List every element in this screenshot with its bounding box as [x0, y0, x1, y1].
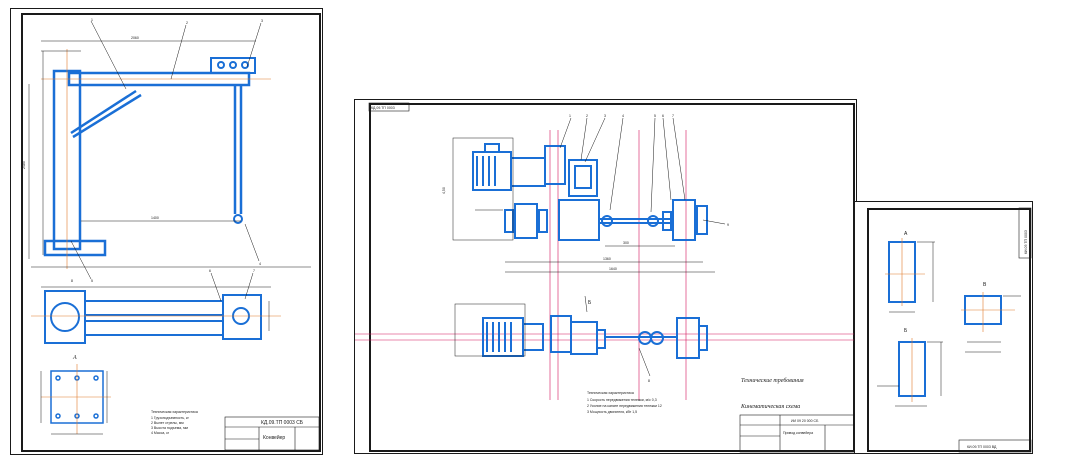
svg-text:4 Масса, кг: 4 Масса, кг: [151, 431, 170, 435]
drive-shaft-top: [504, 199, 708, 241]
sheet-2-drawing: КД.09.ТП 0003: [355, 102, 858, 453]
sheet-1-leader-labels: 1 2 3 4 5 6 7 8: [71, 18, 263, 283]
caption-tech-requirements: Технические требования: [741, 377, 804, 384]
svg-text:300: 300: [623, 241, 629, 245]
sheet-2-leader-labels: 1 2 3 4 5 6 7 8 9: [569, 114, 729, 383]
sheet-3-view-c-label: В: [983, 282, 987, 288]
svg-text:8: 8: [71, 279, 73, 283]
motor-bottom: [482, 317, 544, 357]
sheet-1-notes: Техническая характеристика 1 Грузоподъем…: [151, 410, 198, 435]
sheet-2-stamp-code: ИИ 09 20 000 СБ: [791, 419, 819, 423]
svg-text:2: 2: [586, 114, 588, 118]
svg-text:1 Скорость передвижения тележк: 1 Скорость передвижения тележки, м/с 0,3: [587, 398, 657, 402]
svg-text:4,50: 4,50: [442, 187, 446, 194]
svg-text:1400: 1400: [151, 216, 159, 220]
svg-text:2480: 2480: [22, 161, 26, 169]
svg-text:7: 7: [672, 114, 674, 118]
sheet-3-frame: [867, 208, 1031, 452]
svg-text:1: 1: [91, 18, 93, 22]
caption-kinematic-scheme: Кинематическая схема: [740, 404, 800, 410]
svg-text:7: 7: [253, 269, 255, 273]
detail-view-c: [961, 292, 1021, 353]
svg-text:2 Усилие на канате передвижени: 2 Усилие на канате передвижения тележки …: [587, 404, 662, 408]
svg-text:4: 4: [259, 262, 261, 266]
axis-lines: [355, 130, 858, 400]
hoist-unit: [210, 57, 256, 74]
crane-plan-view: [44, 290, 262, 344]
svg-text:3 Высота подъема, мм: 3 Высота подъема, мм: [151, 426, 188, 430]
motor-top: [472, 143, 546, 191]
drawing-sheet-3: КИ.09.ТП 0003 А Б В: [854, 201, 1033, 454]
hook-block: [233, 214, 243, 224]
drive-shaft-bottom: [605, 317, 708, 359]
sheet-1-view-label: А: [72, 355, 77, 361]
svg-text:6: 6: [662, 114, 664, 118]
svg-text:Техническая характеристика: Техническая характеристика: [587, 391, 634, 395]
sheet-2-stamp-name: Привод конвейера: [783, 431, 813, 435]
svg-text:5: 5: [654, 114, 656, 118]
svg-text:3 Мощность двигателя, кВт: 3 Мощность двигателя, кВт 1,5: [587, 410, 637, 414]
svg-text:1360: 1360: [603, 257, 611, 261]
detail-view-a: [885, 238, 935, 313]
drawing-sheet-2: КД.09.ТП 0003: [354, 99, 858, 454]
svg-text:1640: 1640: [609, 267, 617, 271]
sheet-3-view-a-label: А: [904, 231, 908, 237]
sheet-3-drawing: КИ.09.ТП 0003 А Б В: [877, 207, 1032, 453]
gearbox-bottom: [550, 315, 606, 355]
svg-text:2 Вылет стрелы, мм: 2 Вылет стрелы, мм: [151, 421, 184, 425]
detail-view-b: [877, 338, 943, 407]
sheet-1-title-name: Конвейер: [263, 434, 285, 441]
svg-text:1: 1: [569, 114, 571, 118]
sheet-1-title-code: КД.09.ТП 0003 СБ: [261, 420, 304, 426]
sheet-3-side-title: КИ.09.ТП 0003: [1024, 230, 1028, 254]
crane-column: [43, 69, 107, 257]
svg-text:6: 6: [209, 269, 211, 273]
svg-text:8: 8: [648, 379, 650, 383]
sheet-2-notes: Техническая характеристика 1 Скорость пе…: [587, 391, 662, 414]
sheet-2-top-stamp: КД.09.ТП 0003: [371, 106, 395, 110]
sheet-1-title-block: [224, 416, 320, 451]
svg-text:1 Грузоподъемность, кг: 1 Грузоподъемность, кг: [151, 416, 190, 420]
gearbox-top: [544, 145, 598, 197]
svg-text:3: 3: [604, 114, 606, 118]
svg-text:9: 9: [727, 223, 729, 227]
sheet-2-view-label: Б: [588, 300, 592, 306]
crane-boom: [67, 71, 251, 214]
svg-text:2: 2: [186, 21, 188, 25]
svg-text:2060: 2060: [131, 36, 139, 40]
sheet-1-drawing: 2060 1400 2480 А: [22, 18, 320, 451]
drawing-sheet-1: 2060 1400 2480 А: [10, 8, 323, 455]
svg-text:Техническая характеристика: Техническая характеристика: [151, 410, 198, 414]
svg-text:4: 4: [622, 114, 624, 118]
sheet-3-stamp-code: КИ.09.ТП 0003 ВД: [967, 445, 997, 449]
sheet-1-frame: [21, 13, 321, 452]
svg-text:3: 3: [261, 19, 263, 23]
svg-text:5: 5: [91, 279, 93, 283]
sheet-3-view-b-label: Б: [904, 328, 908, 334]
